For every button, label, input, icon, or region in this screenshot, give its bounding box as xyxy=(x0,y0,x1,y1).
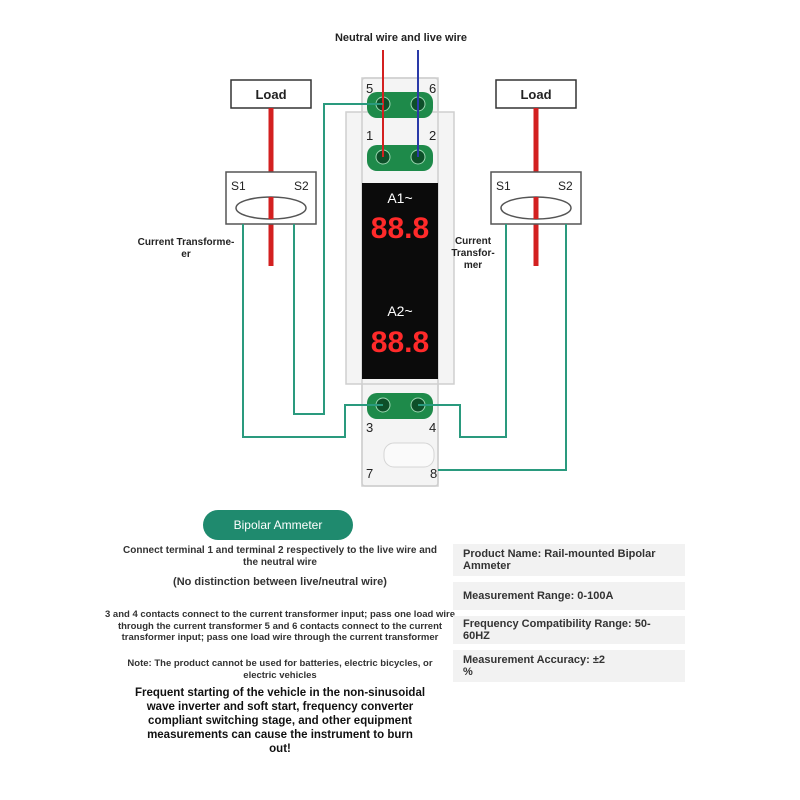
ct-line-1: 3 and 4 contacts connect to the current … xyxy=(105,609,455,620)
meter-display: A1~ 88.8 A2~ 88.8 xyxy=(362,183,438,379)
terminal-2-label: 2 xyxy=(429,128,436,143)
spec-accuracy-line1: Measurement Accuracy: ±2 xyxy=(463,654,605,666)
svg-text:Load: Load xyxy=(520,87,551,102)
channel-a2-label: A2~ xyxy=(387,303,412,319)
ct-left-caption-line2: er xyxy=(181,249,191,260)
wiring-diagram: Neutral wire and live wire A1~ 88.8 A2~ … xyxy=(138,32,582,487)
usage-note: Note: The product cannot be used for bat… xyxy=(100,658,460,681)
warning-line-1: Frequent starting of the vehicle in the … xyxy=(134,687,426,699)
usage-note-line-1: Note: The product cannot be used for bat… xyxy=(127,658,433,669)
warning-text: Frequent starting of the vehicle in the … xyxy=(120,686,440,756)
channel-a1-label: A1~ xyxy=(387,190,412,206)
ct-instructions: 3 and 4 contacts connect to the current … xyxy=(100,609,460,644)
svg-text:S1: S1 xyxy=(231,179,246,193)
spec-measurement-accuracy: Measurement Accuracy: ±2 % xyxy=(453,650,685,682)
spec-measurement-range: Measurement Range: 0-100A xyxy=(453,582,685,610)
instruction-line-2: the neutral wire xyxy=(243,557,317,568)
display-a2-value: 88.8 xyxy=(371,326,429,359)
terminal-5-label: 5 xyxy=(366,81,373,96)
warning-line-4: measurements can cause the instrument to… xyxy=(147,729,413,741)
ct-right-caption-line2: Transfor- xyxy=(451,248,494,259)
spec-frequency-range: Frequency Compatibility Range: 50-60HZ xyxy=(453,616,685,644)
warning-line-5: out! xyxy=(269,743,291,755)
din-clip xyxy=(383,442,435,468)
ct-right-caption-line3: mer xyxy=(464,260,482,271)
terminal-1-label: 1 xyxy=(366,128,373,143)
wiring-instructions: Connect terminal 1 and terminal 2 respec… xyxy=(110,545,450,569)
terminal-4-label: 4 xyxy=(429,420,436,435)
svg-text:S2: S2 xyxy=(294,179,309,193)
wiring-top-label: Neutral wire and live wire xyxy=(335,32,467,44)
current-transformer-left: S1 S2 xyxy=(225,171,317,225)
spec-product-name-line1: Product Name: Rail-mounted Bipolar xyxy=(463,548,656,560)
ct-right-caption-line1: Current xyxy=(455,236,492,247)
no-distinction-note: (No distinction between live/neutral wir… xyxy=(173,576,387,588)
warning-line-2: wave inverter and soft start, frequency … xyxy=(146,701,414,713)
terminal-8-label: 8 xyxy=(430,466,437,481)
usage-note-line-2: electric vehicles xyxy=(243,669,317,681)
svg-text:S1: S1 xyxy=(496,179,511,193)
svg-text:Load: Load xyxy=(255,87,286,102)
terminal-7-label: 7 xyxy=(366,466,373,481)
ct-line-3: transformer input; pass one load wire th… xyxy=(121,632,439,643)
instruction-line-1: Connect terminal 1 and terminal 2 respec… xyxy=(123,545,437,556)
current-transformer-right: S1 S2 xyxy=(490,171,582,225)
ct-line-2: through the current transformer 5 and 6 … xyxy=(117,620,443,632)
spec-product-name: Product Name: Rail-mounted Bipolar Ammet… xyxy=(453,544,685,576)
ct-wires xyxy=(242,103,567,471)
warning-line-3: compliant switching stage, and other equ… xyxy=(148,715,412,727)
display-a1-value: 88.8 xyxy=(371,212,429,245)
load-box-left: Load xyxy=(230,79,312,109)
spec-product-name-line2: Ammeter xyxy=(463,560,511,572)
terminal-3-label: 3 xyxy=(366,420,373,435)
load-box-right: Load xyxy=(495,79,577,109)
bipolar-ammeter-badge: Bipolar Ammeter xyxy=(203,510,353,540)
svg-text:S2: S2 xyxy=(558,179,573,193)
ct-left-caption-line1: Current Transforme- xyxy=(138,237,235,248)
spec-accuracy-line2: % xyxy=(463,666,473,678)
terminal-6-label: 6 xyxy=(429,81,436,96)
